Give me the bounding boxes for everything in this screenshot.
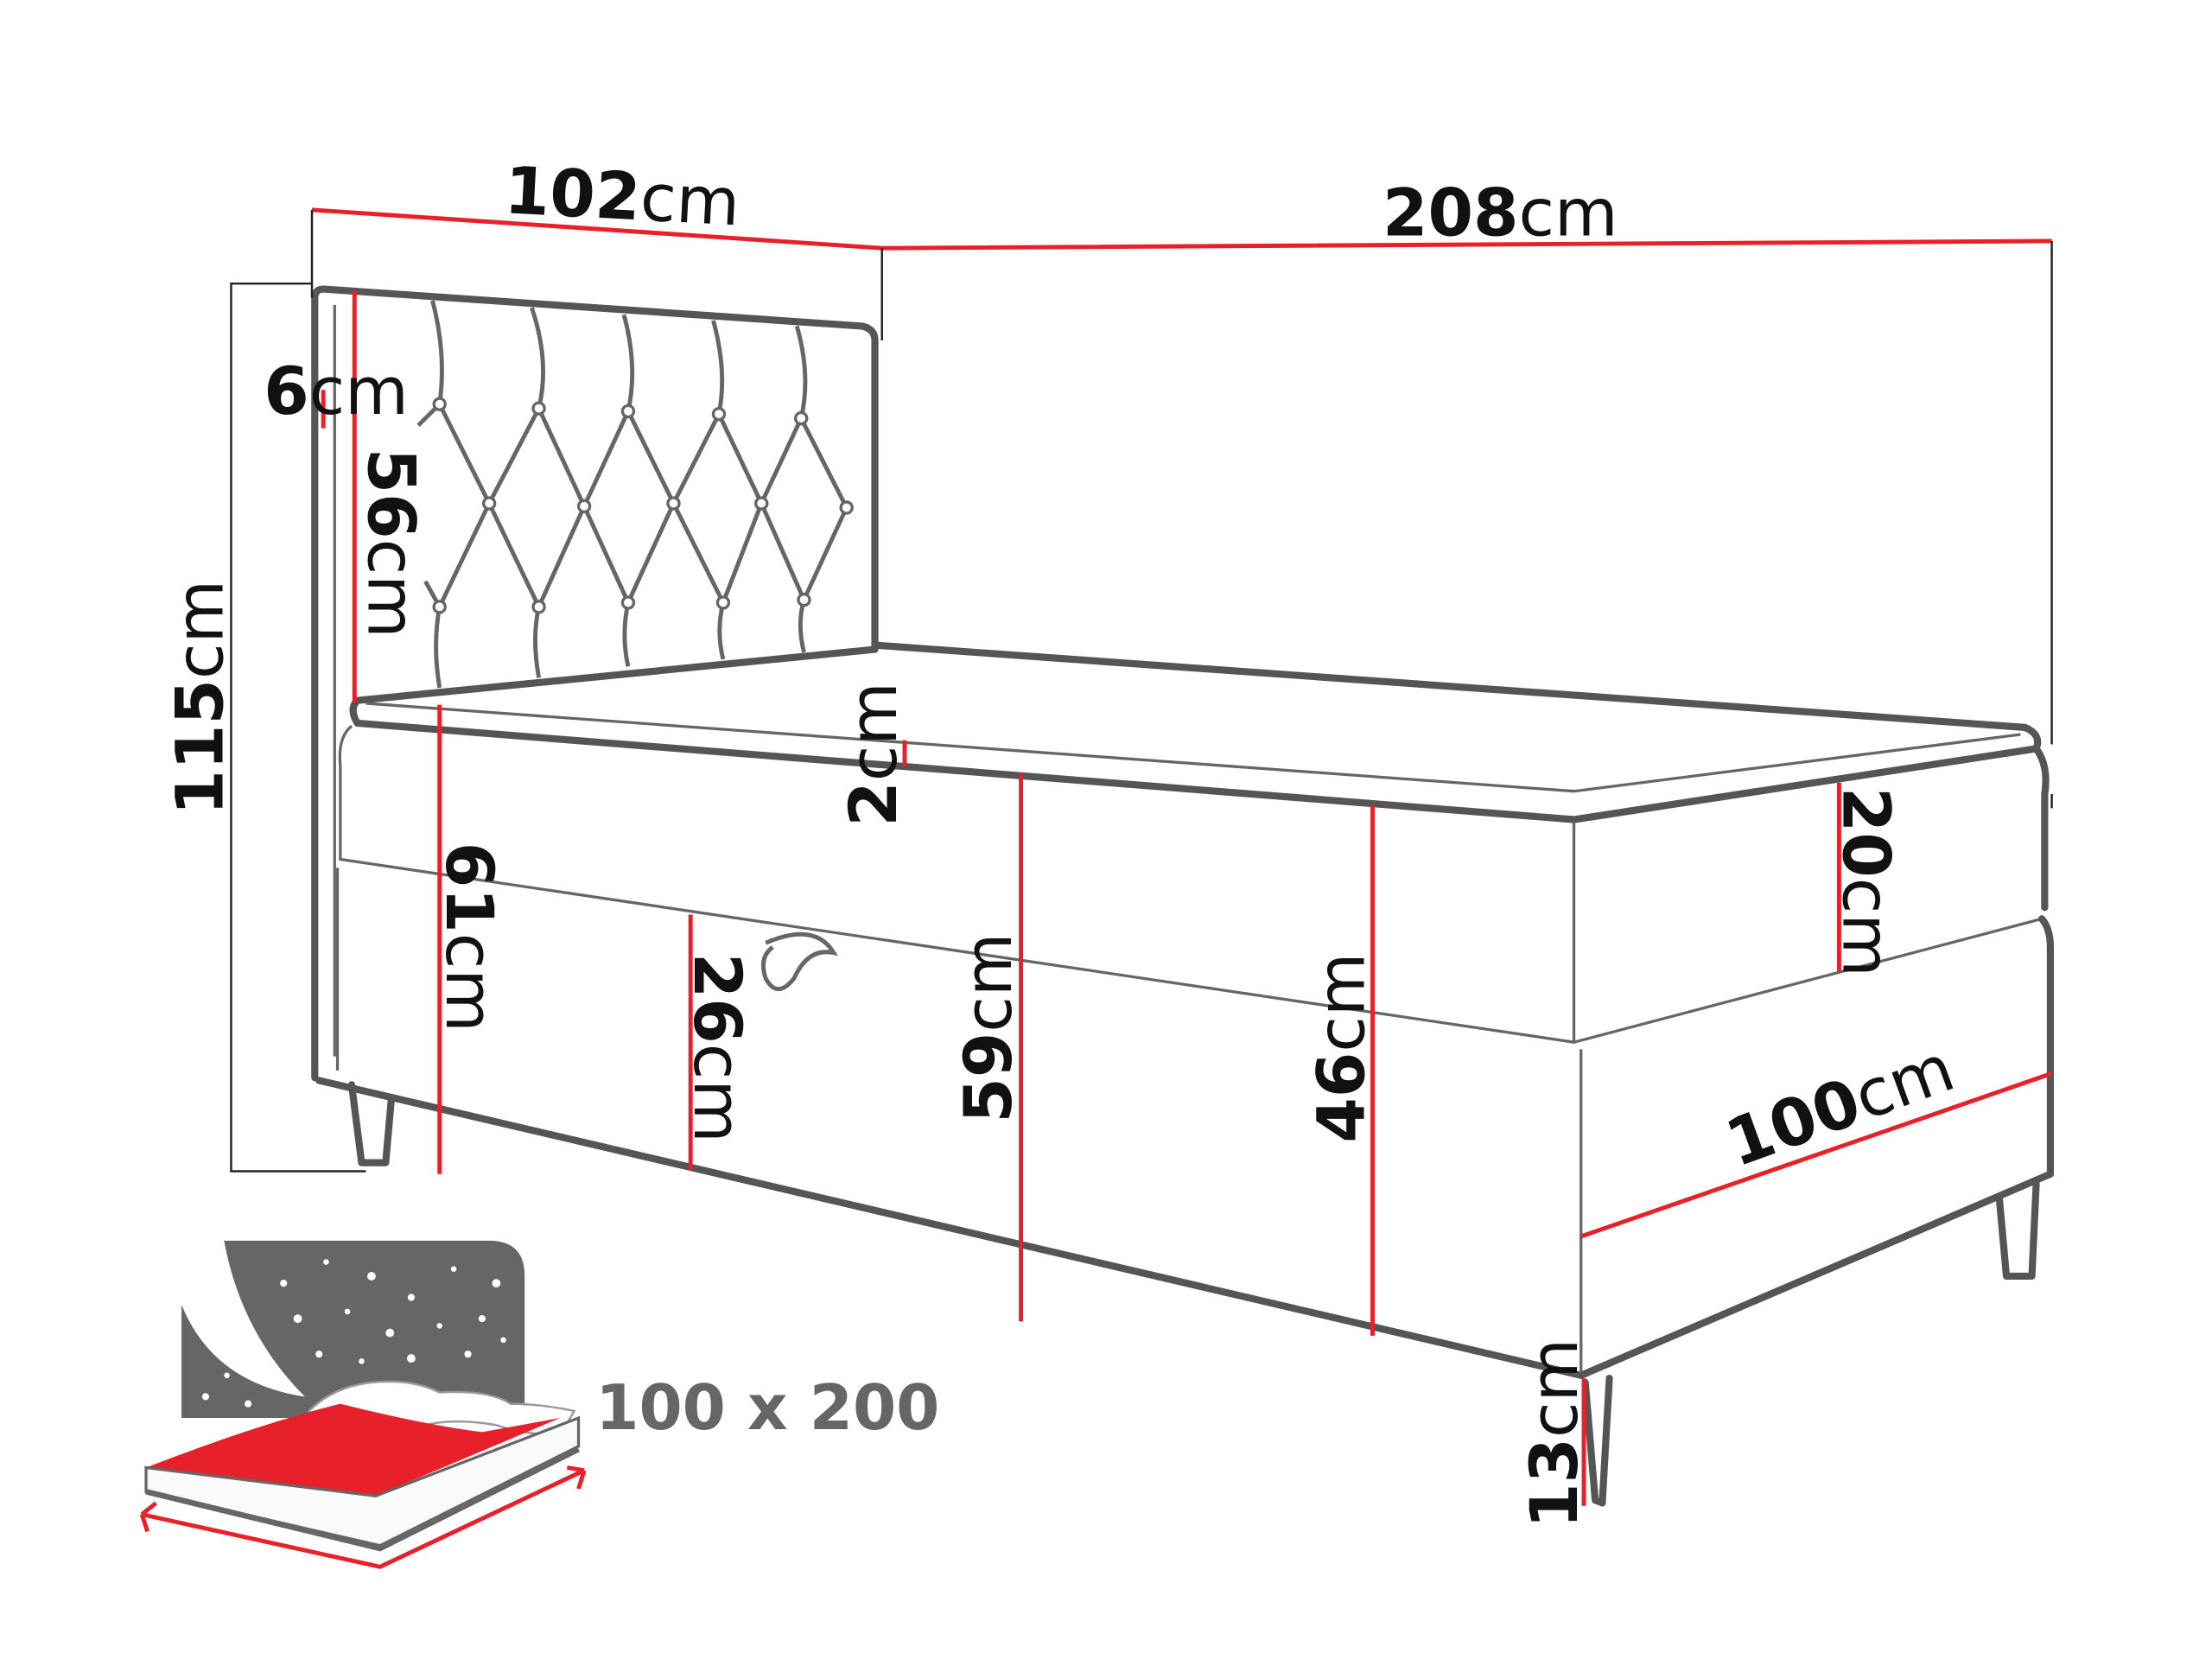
mattress: [338, 641, 2050, 1044]
label-base-box-height: 26cm: [679, 953, 755, 1143]
bed-base: [315, 868, 2055, 1379]
tufting: [416, 300, 854, 689]
label-mattress-height: 20cm: [1827, 787, 1904, 977]
label-bed-width: 100cm: [1716, 1030, 1963, 1182]
label-sleeping-height: 59cm: [950, 933, 1027, 1123]
label-front-height: 61cm: [431, 842, 507, 1033]
label-leg-height: 13cm: [1516, 1338, 1592, 1529]
storage-handle-icon: [761, 931, 838, 992]
mattress-size-label: 100 x 200: [595, 1372, 939, 1445]
label-headboard-thickness: 6cm: [264, 353, 409, 429]
label-headboard-width: 102cm: [503, 152, 742, 240]
headboard: [311, 285, 879, 1082]
label-base-height: 46cm: [1304, 953, 1380, 1143]
mattress-size-icon: 100 x 200: [139, 1240, 939, 1569]
label-total-height: 115cm: [162, 580, 238, 816]
label-total-length: 208cm: [1382, 175, 1618, 251]
label-topper-height: 2cm: [836, 682, 912, 827]
stars-icon: [201, 1259, 506, 1408]
label-headboard-panel-height: 56cm: [353, 448, 429, 639]
legs: [347, 1081, 2040, 1507]
dimension-lines: [230, 207, 2053, 1506]
